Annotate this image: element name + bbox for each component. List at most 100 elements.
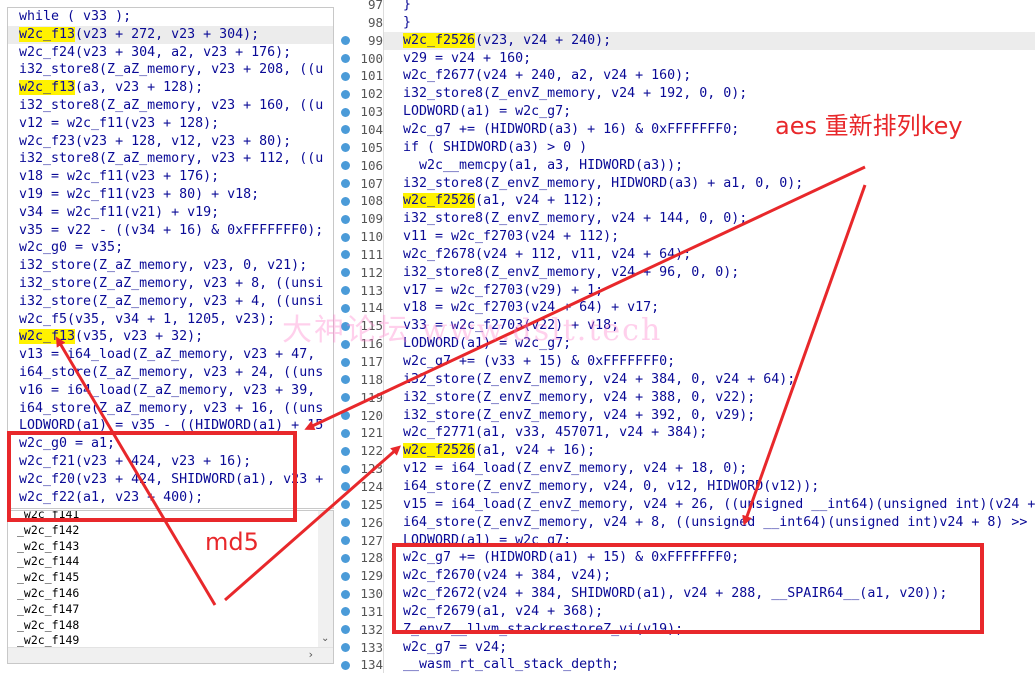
right-code-line[interactable]: i32_store(Z_envZ_memory, v24 + 384, 0, v… <box>403 371 796 387</box>
function-list[interactable]: _w2c_f141_w2c_f142_w2c_f143_w2c_f144_w2c… <box>7 510 334 664</box>
breakpoint-dot-icon[interactable] <box>341 179 350 188</box>
breakpoint-dot-icon[interactable] <box>341 161 350 171</box>
left-code-line[interactable]: i32_store(Z_aZ_memory, v23, 0, v21); <box>19 258 308 274</box>
right-code-line[interactable]: v15 = i64_load(Z_envZ_memory, v24 + 26, … <box>403 496 1035 512</box>
function-list-item[interactable]: _w2c_f146 <box>17 586 80 600</box>
right-code-line[interactable]: w2c_f2526(a1, v24 + 112); <box>403 193 604 209</box>
right-code-line[interactable]: i32_store8(Z_envZ_memory, v24 + 192, 0, … <box>403 86 748 102</box>
left-code-line[interactable]: w2c_f13(v23 + 272, v23 + 304); <box>19 26 260 42</box>
breakpoint-dot-icon[interactable] <box>341 250 350 260</box>
right-code-line[interactable]: __wasm_rt_call_stack_depth; <box>403 657 620 673</box>
left-code-line[interactable]: i32_store8(Z_aZ_memory, v23 + 160, ((u <box>19 98 324 113</box>
right-code-line[interactable]: i32_store(Z_envZ_memory, v24 + 392, 0, v… <box>403 407 756 423</box>
right-code-line[interactable]: } <box>403 0 412 12</box>
function-list-item[interactable]: _w2c_f144 <box>17 554 80 569</box>
right-code-line[interactable]: v12 = i64_load(Z_envZ_memory, v24 + 18, … <box>403 461 748 477</box>
left-code-line[interactable]: i64_store(Z_aZ_memory, v23 + 24, ((uns <box>19 365 324 380</box>
breakpoint-dot-icon[interactable] <box>341 518 350 528</box>
function-list-item[interactable]: _w2c_f148 <box>17 617 80 632</box>
right-code-line[interactable]: w2c_g7 += (v33 + 15) & 0xFFFFFFF0; <box>403 354 676 369</box>
breakpoint-dot-icon[interactable] <box>341 536 350 545</box>
right-code-line[interactable]: i64_store(Z_envZ_memory, v24, 0, v12, HI… <box>403 478 820 494</box>
left-code-line[interactable]: w2c_f13(a3, v23 + 128); <box>19 80 204 96</box>
right-code-line[interactable]: w2c_f2679(a1, v24 + 368); <box>403 603 604 619</box>
breakpoint-dot-icon[interactable] <box>341 71 350 81</box>
right-code-line[interactable]: LODWORD(a1) = w2c_g7; <box>403 104 572 120</box>
right-code-line[interactable]: w2c_f2677(v24 + 240, a2, v24 + 160); <box>403 68 692 84</box>
left-code-line[interactable]: w2c_f23(v23 + 128, v12, v23 + 80); <box>19 133 292 149</box>
breakpoint-dot-icon[interactable] <box>341 625 350 635</box>
breakpoint-dot-icon[interactable] <box>341 89 350 99</box>
right-code-line[interactable]: i64_store(Z_envZ_memory, v24 + 8, ((unsi… <box>403 514 1028 530</box>
right-code-line[interactable]: i32_store8(Z_envZ_memory, HIDWORD(a3) + … <box>403 175 804 191</box>
left-code-line[interactable]: while ( v33 ); <box>19 9 132 24</box>
breakpoint-dot-icon[interactable] <box>341 553 350 563</box>
left-code-line[interactable]: v34 = w2c_f11(v21) + v19; <box>19 204 220 220</box>
function-list-item[interactable]: _w2c_f141 <box>17 510 80 521</box>
breakpoint-dot-icon[interactable] <box>341 357 350 367</box>
left-code-line[interactable]: v19 = w2c_f11(v23 + 80) + v18; <box>19 187 260 202</box>
breakpoint-dot-icon[interactable] <box>341 643 350 653</box>
right-code-line[interactable]: } <box>403 14 412 30</box>
right-code-line[interactable]: w2c_g7 += (HIDWORD(a1) + 15) & 0xFFFFFFF… <box>403 550 740 566</box>
left-code-line[interactable]: LODWORD(a1) = v35 - ((HIDWORD(a1) + 15 <box>19 418 324 434</box>
function-list-item[interactable]: _w2c_f145 <box>17 570 80 585</box>
breakpoint-dot-icon[interactable] <box>341 375 350 385</box>
breakpoint-dot-icon[interactable] <box>341 143 350 153</box>
left-code-line[interactable]: w2c_f22(a1, v23 + 400); <box>19 489 204 505</box>
breakpoint-dot-icon[interactable] <box>341 446 350 456</box>
breakpoint-dot-icon[interactable] <box>341 214 350 224</box>
horizontal-scrollbar[interactable]: › <box>8 647 333 663</box>
function-list-item[interactable]: _w2c_f143 <box>17 538 80 553</box>
right-code-line[interactable]: v18 = w2c_f2703(v24 + 64) + v17; <box>403 300 660 316</box>
left-code-line[interactable]: v12 = w2c_f11(v23 + 128); <box>19 115 220 131</box>
breakpoint-dot-icon[interactable] <box>341 607 350 617</box>
breakpoint-dot-icon[interactable] <box>341 321 350 331</box>
right-code-line[interactable]: v17 = w2c_f2703(v29) + 1; <box>403 282 604 298</box>
vertical-scrollbar[interactable]: ⌄ <box>318 511 333 647</box>
breakpoint-dot-icon[interactable] <box>341 500 350 510</box>
right-code-line[interactable]: w2c_f2672(v24 + 384, SHIDWORD(a1), v24 +… <box>403 586 948 602</box>
left-code-line[interactable]: v16 = i64_load(Z_aZ_memory, v23 + 39, <box>19 382 316 398</box>
left-code-line[interactable]: i32_store8(Z_aZ_memory, v23 + 112, ((u <box>19 151 324 167</box>
right-code-line[interactable]: w2c_f2526(v23, v24 + 240); <box>403 32 612 48</box>
function-list-item[interactable]: _w2c_f147 <box>17 601 80 616</box>
right-code-line[interactable]: w2c_f2670(v24 + 384, v24); <box>403 568 612 584</box>
breakpoint-dot-icon[interactable] <box>341 482 350 492</box>
breakpoint-dot-icon[interactable] <box>341 411 350 421</box>
breakpoint-dot-icon[interactable] <box>341 196 350 206</box>
breakpoint-dot-icon[interactable] <box>341 54 350 64</box>
right-code-line[interactable]: w2c_f2678(v24 + 112, v11, v24 + 64); <box>403 246 692 262</box>
function-list-item[interactable]: _w2c_f149 <box>17 633 80 648</box>
left-code-line[interactable]: i64_store(Z_aZ_memory, v23 + 16, ((uns <box>19 400 324 416</box>
right-code-line[interactable]: if ( SHIDWORD(a3) > 0 ) <box>403 139 588 155</box>
breakpoint-dot-icon[interactable] <box>341 428 350 438</box>
left-code-line[interactable]: w2c_g0 = a1; <box>19 436 116 452</box>
breakpoint-dot-icon[interactable] <box>341 589 350 599</box>
function-list-item[interactable]: _w2c_f142 <box>17 522 80 537</box>
right-code-line[interactable]: i32_store(Z_envZ_memory, v24 + 388, 0, v… <box>403 389 756 405</box>
right-code-line[interactable]: w2c_g7 += (HIDWORD(a3) + 16) & 0xFFFFFFF… <box>403 121 740 137</box>
left-code-line[interactable]: v35 = v22 - ((v34 + 16) & 0xFFFFFFF0); <box>19 222 324 238</box>
breakpoint-dot-icon[interactable] <box>341 286 350 296</box>
breakpoint-dot-icon[interactable] <box>341 107 350 117</box>
right-code-line[interactable]: w2c__memcpy(a1, a3, HIDWORD(a3)); <box>403 157 684 173</box>
breakpoint-dot-icon[interactable] <box>341 125 350 135</box>
breakpoint-dot-icon[interactable] <box>341 660 350 670</box>
breakpoint-dot-icon[interactable] <box>341 393 350 403</box>
left-code-line[interactable]: w2c_f21(v23 + 424, v23 + 16); <box>19 454 252 469</box>
left-code-line[interactable]: i32_store(Z_aZ_memory, v23 + 4, ((unsi <box>19 293 324 309</box>
right-code-line[interactable]: LODWORD(a1) = w2c_g7; <box>403 335 571 353</box>
breakpoint-dot-icon[interactable] <box>341 571 350 581</box>
breakpoint-dot-icon[interactable] <box>341 232 350 242</box>
left-code-line[interactable]: v13 = i64_load(Z_aZ_memory, v23 + 47, <box>19 347 316 363</box>
right-code-line[interactable]: w2c_g7 = v24; <box>403 639 508 655</box>
right-code-line[interactable]: i32_store8(Z_envZ_memory, v24 + 144, 0, … <box>403 211 748 227</box>
scroll-right-icon[interactable]: › <box>308 648 313 661</box>
left-code-line[interactable]: w2c_f5(v35, v34 + 1, 1205, v23); <box>19 311 276 327</box>
right-code-line[interactable]: v29 = v24 + 160; <box>403 50 532 66</box>
left-code-line[interactable]: v18 = w2c_f11(v23 + 176); <box>19 169 220 185</box>
breakpoint-dot-icon[interactable] <box>341 268 350 278</box>
breakpoint-dot-icon[interactable] <box>341 303 350 313</box>
